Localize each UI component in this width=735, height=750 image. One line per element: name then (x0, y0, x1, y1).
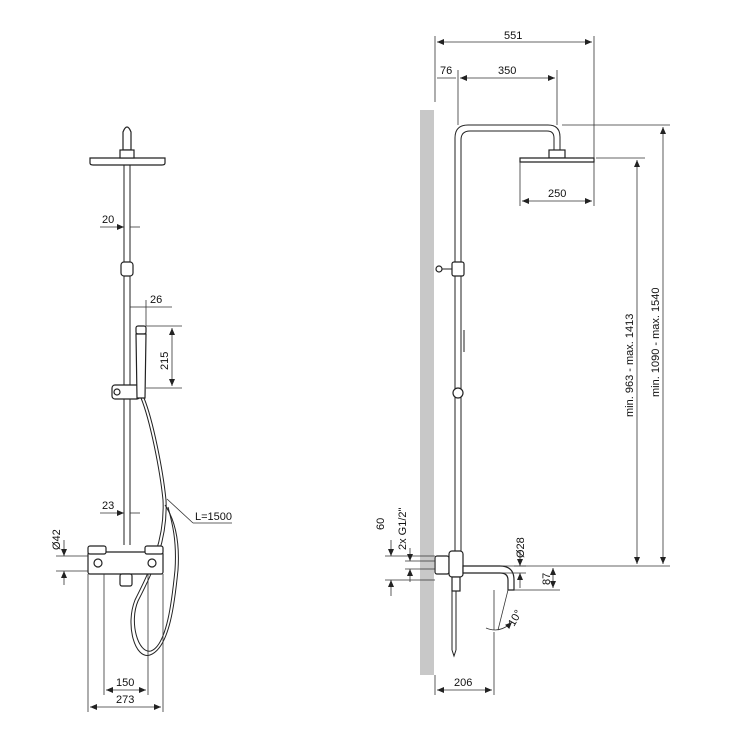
dim-front-273: 273 (87, 574, 164, 712)
dim-front-23: 23 (100, 500, 140, 516)
dim-side-250: 250 (519, 162, 595, 206)
side-riser-arm (435, 124, 595, 558)
dim-head-diameter-label: 250 (548, 188, 566, 200)
dim-spout-height-label: 87 (541, 573, 553, 585)
dim-head-bar-label: 20 (102, 214, 114, 226)
dim-front-26: 26 (130, 294, 172, 326)
front-mixer-body (87, 545, 164, 587)
dim-lower-bar-label: 23 (102, 500, 114, 512)
dim-side-76: 76 (437, 65, 459, 125)
dim-side-angle: 10° (485, 589, 525, 631)
hose-length-label: L=1500 (195, 511, 232, 523)
dim-handshower-length-label: 215 (159, 352, 171, 370)
dim-spout-diameter-label: Ø28 (515, 537, 527, 558)
dim-front-150: 150 (103, 574, 149, 695)
dim-spout-angle-label: 10° (506, 608, 525, 628)
front-shower-head (89, 126, 166, 166)
dim-side-connection: 2x G1/2" (397, 507, 435, 582)
dim-front-215: 215 (146, 325, 182, 389)
front-view: 20 26 215 23 L=1500 (51, 126, 232, 712)
dim-front-20: 20 (100, 214, 140, 230)
dim-connection-label: 2x G1/2" (397, 507, 409, 550)
dim-front-42: Ø42 (51, 529, 88, 585)
dim-side-551: 551 (434, 30, 595, 158)
wall (420, 110, 434, 675)
dim-spout-projection-label: 206 (454, 677, 472, 689)
side-view: 551 76 350 250 min. 963 - max. 1413 (375, 30, 670, 695)
dim-side-28: Ø28 (500, 537, 527, 588)
dim-height-range-total-label: min. 1090 - max. 1540 (650, 288, 662, 397)
dim-side-total-height: min. 1090 - max. 1540 (562, 124, 670, 564)
side-mixer-body (434, 550, 515, 658)
dim-arm-length-label: 350 (498, 65, 516, 77)
front-hand-shower (130, 325, 179, 656)
dim-body-width-label: 273 (116, 694, 134, 706)
dim-side-head-height: min. 963 - max. 1413 (596, 157, 645, 564)
dim-side-87: 87 (514, 568, 560, 591)
front-riser (111, 165, 141, 545)
dim-inlet-height-label: 60 (375, 518, 387, 530)
dim-body-diameter-label: Ø42 (51, 529, 63, 550)
dim-total-projection-label: 551 (504, 30, 522, 42)
dim-height-range-head-label: min. 963 - max. 1413 (624, 314, 636, 417)
dim-side-350: 350 (460, 65, 558, 125)
dim-wall-gap-label: 76 (440, 65, 452, 77)
dim-side-206: 206 (434, 632, 495, 695)
dim-inlet-spacing-label: 150 (116, 677, 134, 689)
dim-front-hose: L=1500 (166, 498, 232, 524)
dim-handshower-offset-label: 26 (150, 294, 162, 306)
